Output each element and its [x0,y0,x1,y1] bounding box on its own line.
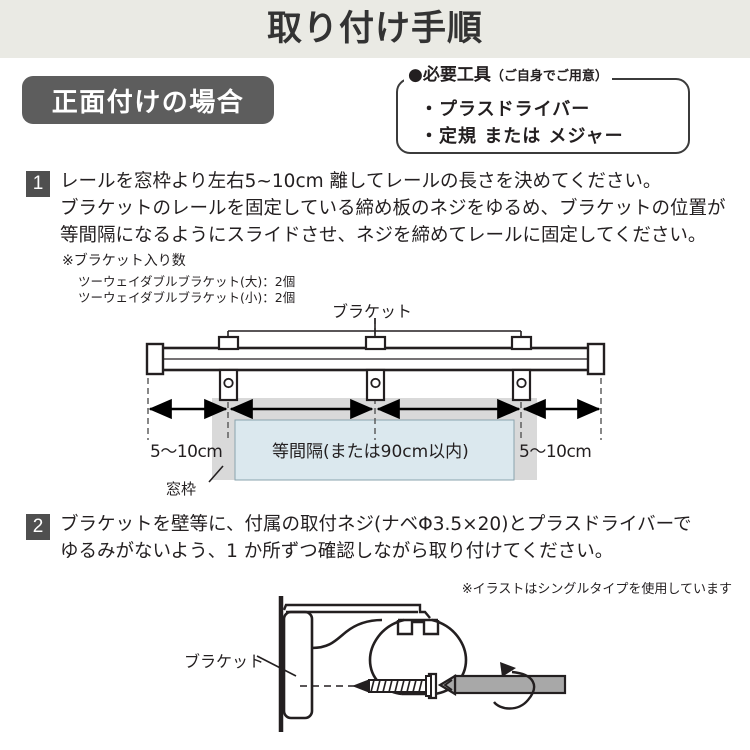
dimension-guide-lines [147,318,602,440]
rotation-arrow-path [493,670,536,710]
curtain-rail [145,342,606,376]
label-span-center: 等間隔(または90cm以内) [272,442,469,462]
bracket-mount-plate [282,610,314,720]
bracket-count-item-large: ツーウェイダブルブラケット(大)：2個 [78,274,296,289]
screw-shaft [368,679,430,693]
screw-tip [352,679,370,693]
step-1-line-2: ブラケットのレールを固定している締め板のネジをゆるめ、ブラケットの位置が [60,198,726,219]
bracket-count-item-small: ツーウェイダブルブラケット(小)：2個 [78,290,296,305]
label-dimension-right: 5〜10cm [519,442,592,462]
window-frame-leader-line [208,465,224,483]
step-2-line-2: ゆるみがないよう、1 か所ずつ確認しながら取り付けてください。 [60,541,614,562]
bracket-arm-curve [311,618,383,650]
bracket-group-right [510,335,533,402]
rail-section-left [368,618,405,696]
step-2-line-1: ブラケットを壁等に、付属の取付ネジ(ナベΦ3.5×20)とプラスドライバーで [60,514,692,535]
tool-item-screwdriver: ・プラスドライバー [420,99,591,120]
label-dimension-left: 5〜10cm [150,442,223,462]
rail-end-cap-left [145,342,165,376]
step-1-number: 1 [26,171,50,197]
rotation-arrow-head [500,662,516,677]
page-title: 取り付け手順 [266,9,483,49]
section-pill-label: 正面付けの場合 [51,87,245,118]
step-1-text: レールを窓枠より左右5~10cm 離してレールの長さを決めてください。 ブラケッ… [60,168,740,249]
screw-head-collar [425,675,432,697]
step-2-number: 2 [26,514,50,540]
screwdriver-tip-groove [443,679,453,691]
step-1-line-3: 等間隔になるようにスライドさせ、ネジを締めてレールに固定してください。 [60,225,707,246]
header-band [0,0,750,58]
required-tools-title: ●必要工具（ご自身でご用意） [404,62,612,88]
label-bracket-bottom: ブラケット [184,652,265,671]
step-1-line-1: レールを窓枠より左右5~10cm 離してレールの長さを決めてください。 [60,171,662,192]
rail-top-plate [282,603,431,619]
bracket-group-center [364,335,387,402]
step-2-text: ブラケットを壁等に、付属の取付ネジ(ナベΦ3.5×20)とプラスドライバーで ゆ… [60,511,740,565]
screwdriver-shaft [453,674,567,695]
screw-head [427,672,438,700]
screwdriver-tip [437,674,457,696]
bracket-leader-bar [227,318,522,345]
rail-section-right [431,618,468,696]
rail-end-cap-right [586,342,606,376]
bracket-group-left [217,335,240,402]
tool-item-ruler: ・定規 または メジャー [420,126,624,147]
bracket-count-note-heading: ※ブラケット入り数 [62,253,186,269]
required-tools-title-paren: （ご自身でご用意） [490,69,608,84]
required-tools-title-main: ●必要工具 [408,65,491,85]
label-bracket-top: ブラケット [332,302,413,321]
section-pill-front-mount: 正面付けの場合 [22,76,274,124]
rail-inner-channel [396,620,440,636]
screw-threads [370,679,423,693]
label-window-frame: 窓枠 [166,480,197,498]
step-2-footnote: ※イラストはシングルタイプを使用しています [461,582,732,597]
